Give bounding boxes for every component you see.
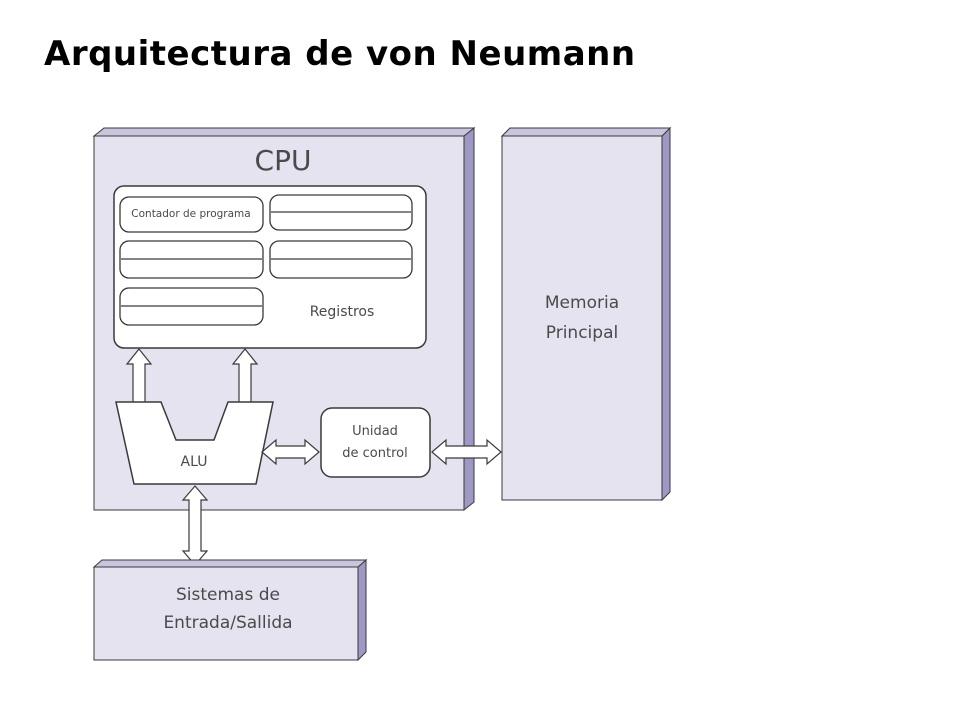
program-counter-register: [119, 196, 264, 233]
alu-label: ALU: [181, 454, 208, 470]
main-memory-block: Memoria Principal: [500, 126, 672, 502]
registers-panel: Contador de programa Registros: [113, 185, 427, 349]
control-unit-box: [320, 407, 431, 478]
program-counter-label: Contador de programa: [131, 208, 250, 220]
cpu-label: CPU: [255, 144, 312, 177]
main-memory-side: [661, 126, 671, 502]
control-unit-label-line1: Unidad: [352, 424, 398, 439]
io-systems-block: Sistemas de Entrada/Sallida: [92, 558, 368, 662]
main-memory-face: [501, 135, 663, 501]
registers-label: Registros: [310, 304, 375, 320]
slide-title: Arquitectura de von Neumann: [44, 34, 636, 74]
io-systems-label-line1: Sistemas de: [176, 585, 280, 605]
register-slot: [269, 194, 413, 231]
alu-control-arrow: [261, 438, 320, 466]
alu-io-arrow: [181, 485, 209, 566]
alu-shape: [115, 401, 274, 485]
io-systems-label-line2: Entrada/Sallida: [163, 613, 292, 633]
main-memory-label-line1: Memoria: [545, 293, 619, 313]
register-slot: [119, 287, 264, 326]
control-memory-arrow: [431, 438, 502, 466]
register-slot: [269, 240, 413, 279]
alu-unit: ALU: [115, 401, 274, 485]
main-memory-label-line2: Principal: [546, 323, 618, 343]
control-unit: Unidad de control: [320, 407, 431, 478]
cpu-block-top: [92, 127, 476, 137]
io-systems-side: [357, 558, 367, 662]
register-slot: [119, 240, 264, 279]
io-systems-top: [92, 559, 368, 568]
main-memory-top: [500, 127, 672, 137]
control-unit-label-line2: de control: [342, 446, 407, 461]
io-systems-face: [93, 566, 359, 661]
